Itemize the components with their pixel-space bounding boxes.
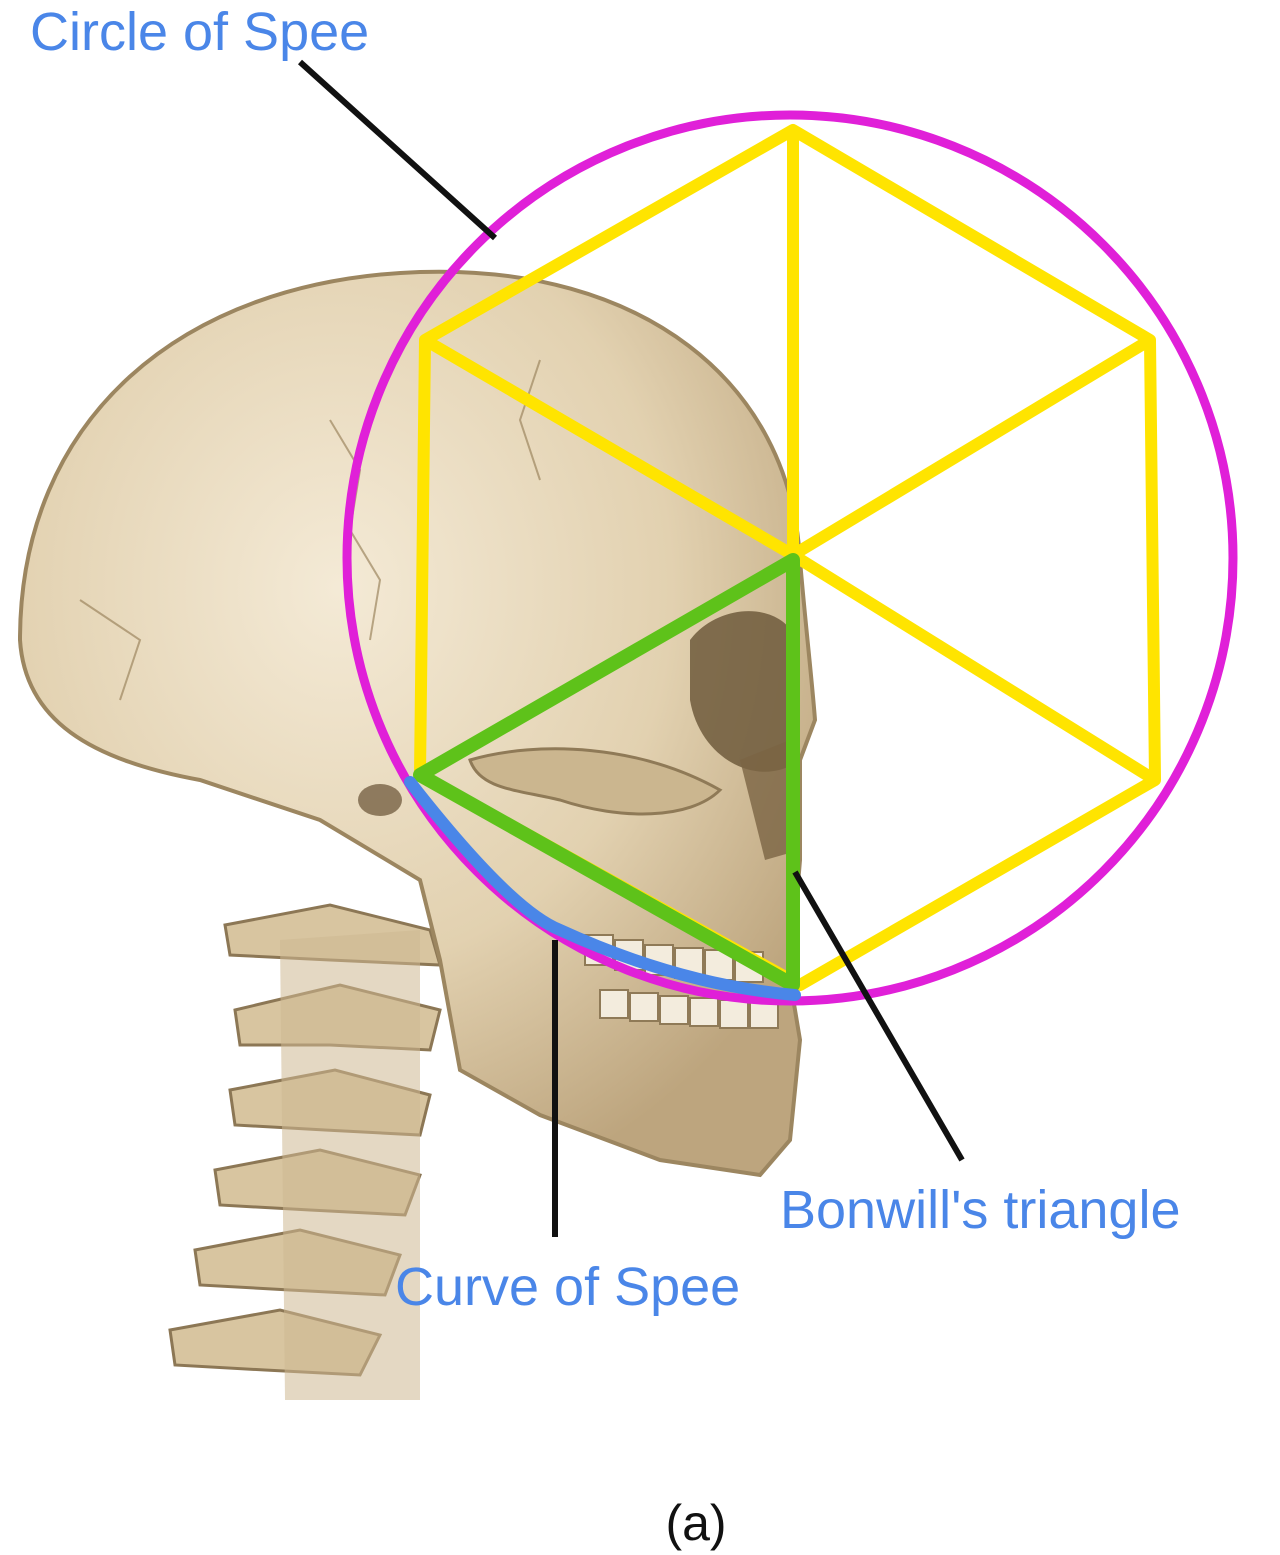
label-curve-of-spee: Curve of Spee (395, 1257, 740, 1317)
ear-canal (358, 784, 402, 816)
bonwills-triangle-shape (413, 553, 800, 992)
zygomatic-arch (468, 747, 723, 816)
nasal-cavity (740, 740, 800, 860)
label-circle-of-spee: Circle of Spee (30, 2, 369, 62)
skull-illustration (17, 269, 818, 1400)
figure-caption: (a) (665, 1495, 726, 1551)
leader-circle (297, 59, 498, 241)
cervical-spine (168, 903, 443, 1400)
leader-triangle (792, 870, 965, 1162)
eye-socket (690, 611, 800, 772)
label-bonwills-triangle: Bonwill's triangle (780, 1180, 1181, 1240)
curve-of-spee (404, 776, 801, 1001)
circle-of-spee (342, 110, 1238, 1006)
